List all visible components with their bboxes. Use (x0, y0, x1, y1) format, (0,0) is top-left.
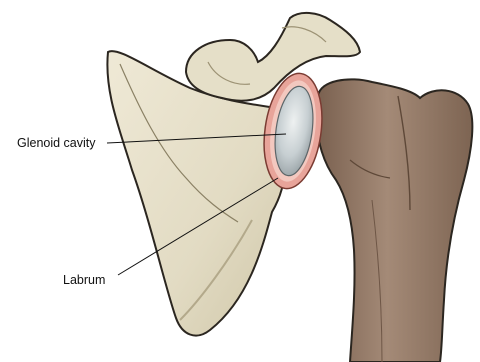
humerus-shaft (318, 79, 473, 362)
labrum-label: Labrum (63, 273, 105, 287)
glenoid-cavity-label: Glenoid cavity (17, 136, 96, 150)
